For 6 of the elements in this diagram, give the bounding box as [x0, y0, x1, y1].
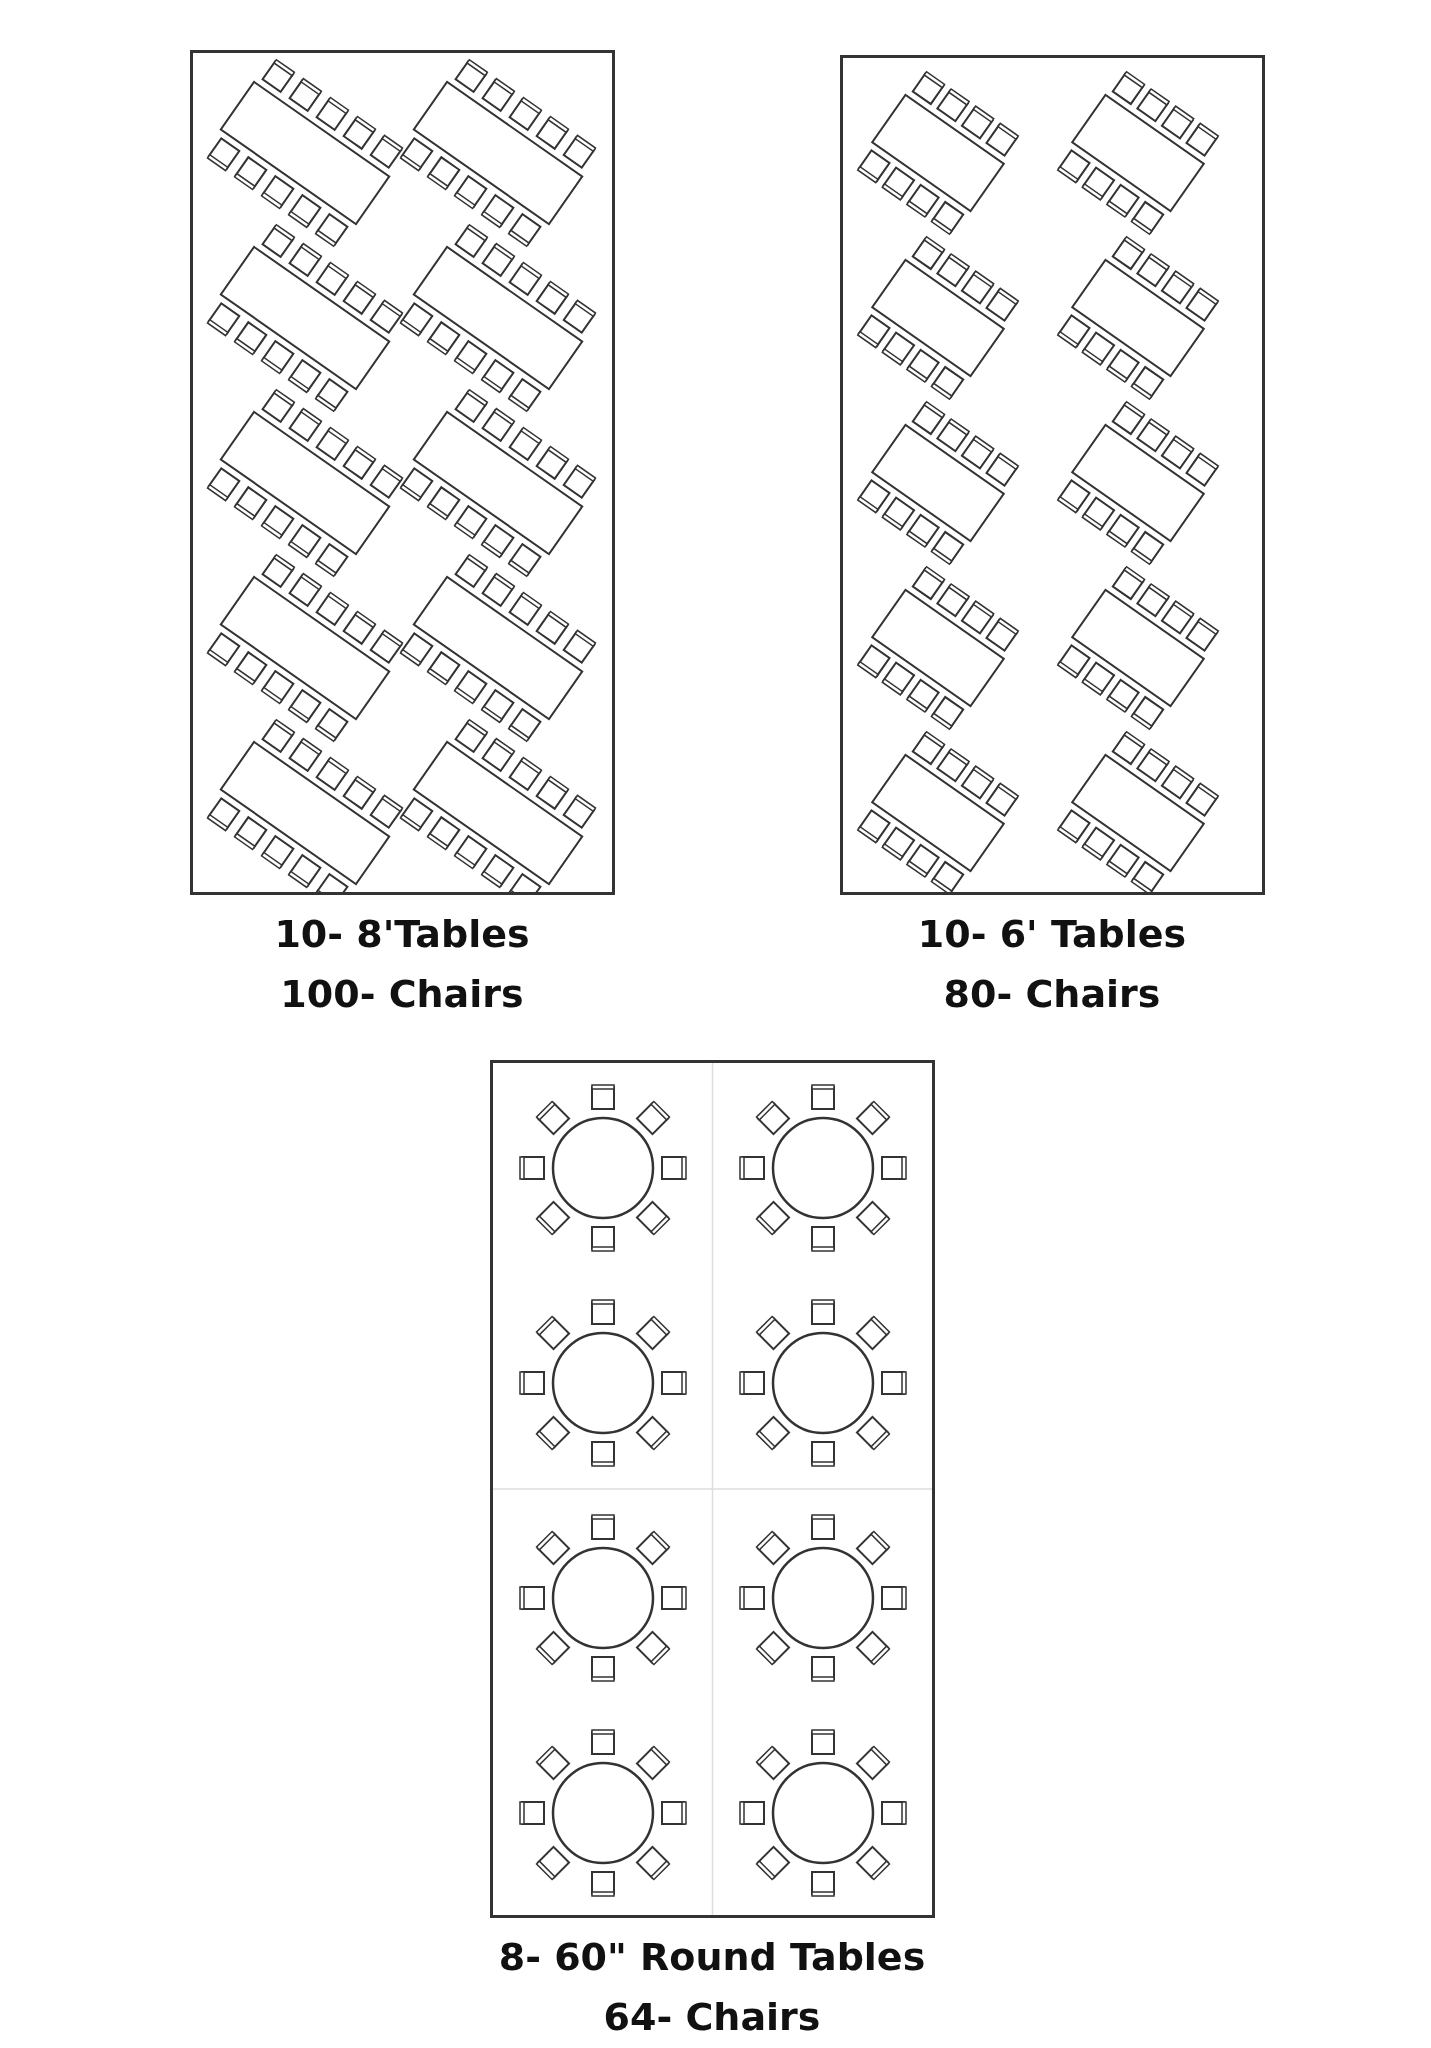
chair-count-label: 80- Chairs	[943, 972, 1161, 1016]
table-count-label: 10- 6' Tables	[917, 912, 1187, 956]
chair-count-label: 100- Chairs	[280, 972, 524, 1016]
table-count-label: 10- 8'Tables	[274, 912, 530, 956]
table-count-label: 8- 60" Round Tables	[498, 1935, 926, 1979]
chair-count-label: 64- Chairs	[603, 1995, 821, 2039]
